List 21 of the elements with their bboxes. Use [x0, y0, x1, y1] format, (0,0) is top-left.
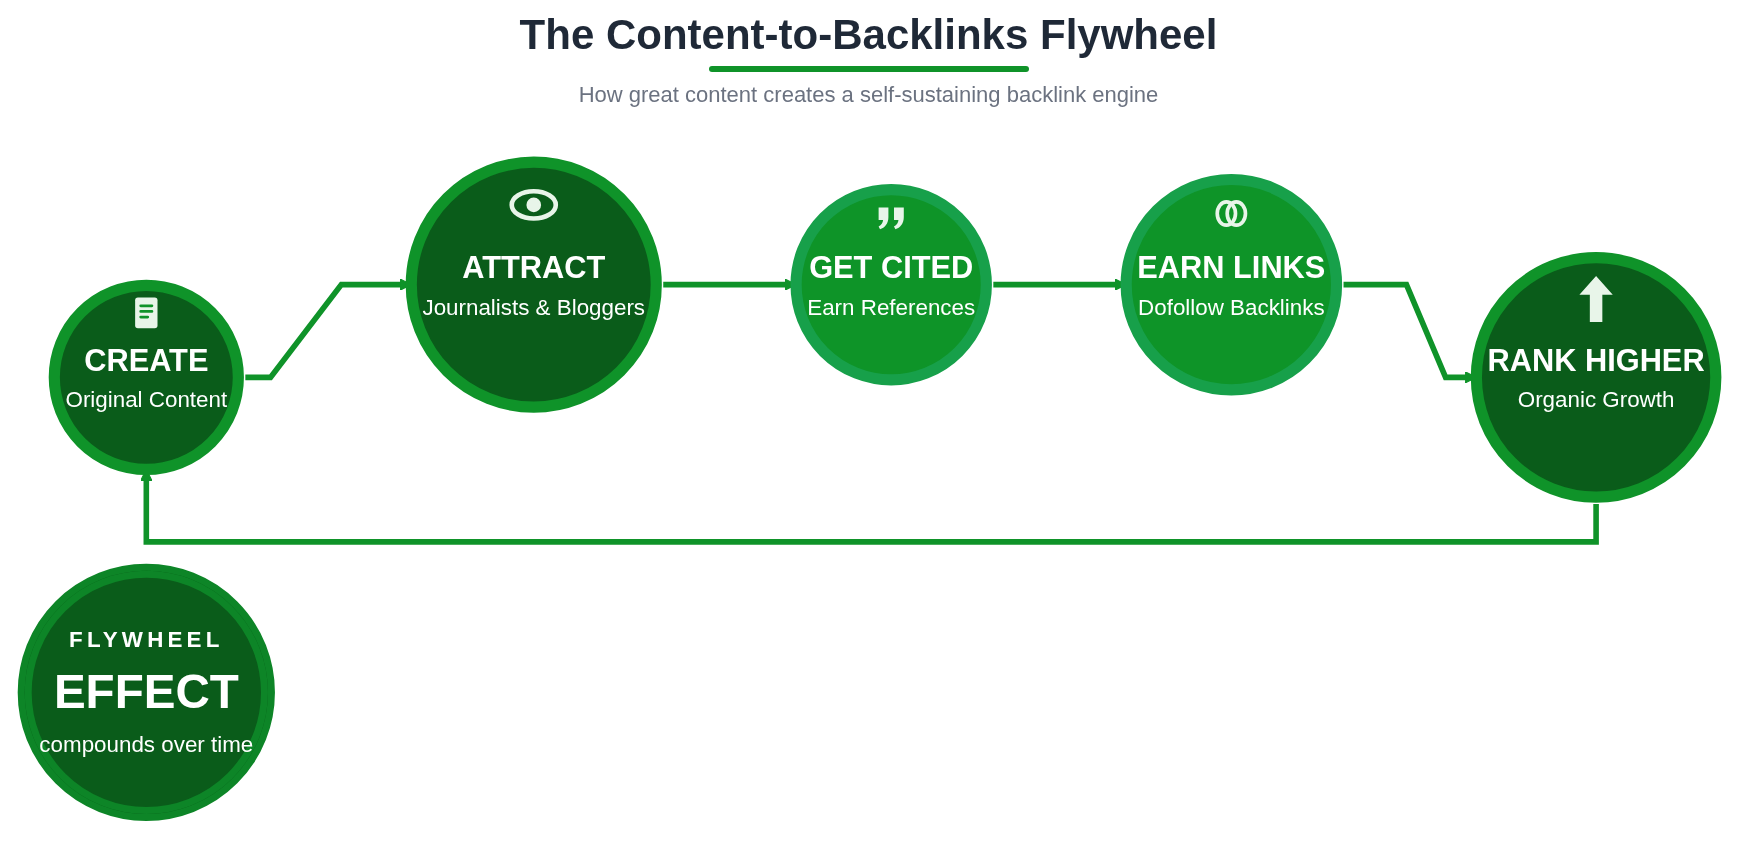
step-circle [790, 184, 992, 386]
step-circle [1120, 174, 1343, 396]
diagram-title: The Content-to-Backlinks Flywheel [519, 10, 1218, 60]
step-subtitle: Original Content [65, 388, 228, 412]
step-subtitle: Earn References [807, 295, 976, 320]
step-circle [1470, 252, 1722, 503]
step-subtitle: Dofollow Backlinks [1138, 295, 1325, 320]
step-title: GET CITED [809, 250, 974, 286]
hub-circle [17, 563, 275, 822]
step-title: CREATE [84, 343, 209, 379]
step-circle [405, 156, 662, 413]
step-subtitle: Organic Growth [1517, 388, 1675, 412]
step-title: ATTRACT [462, 250, 606, 286]
step-circle [48, 279, 244, 476]
step-subtitle: Journalists & Bloggers [422, 295, 646, 320]
step-title: RANK HIGHER [1487, 343, 1705, 379]
hub-subtitle: compounds over time [39, 732, 254, 757]
diagram-subtitle: How great content creates a self-sustaining backlink engine [578, 82, 1159, 108]
step-title: EARN LINKS [1137, 250, 1326, 286]
hub-kicker: FLYWHEEL [69, 627, 224, 652]
hub-title: EFFECT [53, 665, 239, 719]
